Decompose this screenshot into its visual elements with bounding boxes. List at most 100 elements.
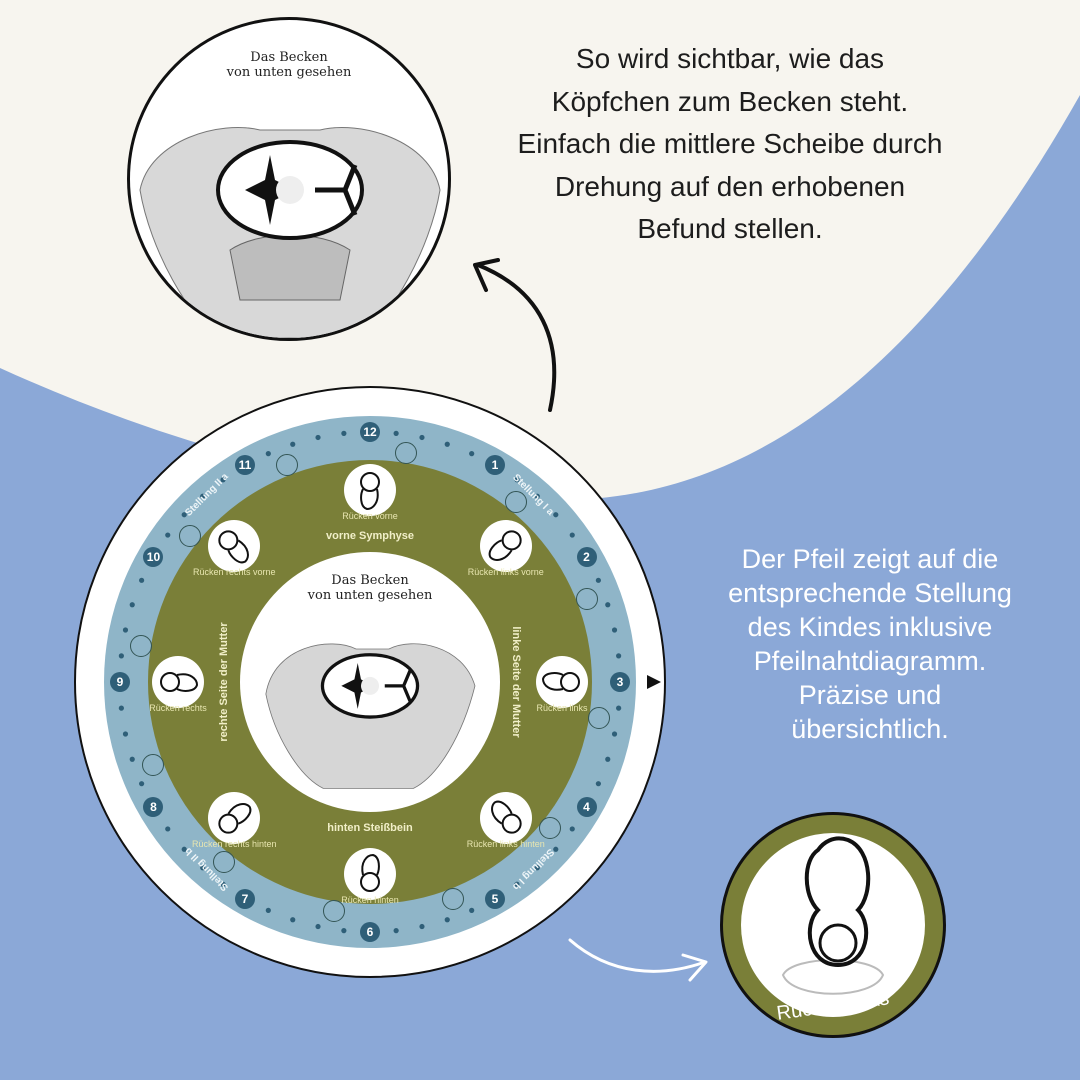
fetus-icon: [360, 472, 380, 511]
position-label: Rücken vorne: [342, 511, 398, 521]
minute-dot: [139, 577, 145, 583]
fetus-back-left-drawing: [741, 833, 925, 1017]
pelvis-zoom-circle: Das Becken von unten gesehen: [127, 17, 451, 341]
pelvis-drawing: [139, 127, 441, 338]
clock-number-badge: 6: [360, 922, 380, 942]
minute-dot: [534, 865, 540, 871]
position-label: Rücken links: [536, 703, 588, 713]
clock-number-badge: 4: [576, 797, 597, 817]
fetus-position-icon: [536, 656, 588, 708]
text-line: entsprechende Stellung: [728, 578, 1012, 608]
minute-dot: [181, 512, 187, 518]
minute-dot: [553, 846, 559, 852]
pointer-triangle-icon: [647, 675, 661, 689]
fontanelle-diagram-icon: [395, 441, 418, 464]
clock-number-badge: 5: [485, 888, 505, 909]
fontanelle-diagram-icon: [442, 887, 465, 910]
minute-dot: [595, 781, 601, 787]
position-label: Rücken links vorne: [467, 567, 544, 578]
pelvis-caption: Das Becken von unten gesehen: [130, 50, 448, 80]
minute-dot: [616, 705, 622, 711]
text-line: übersichtlich.: [791, 714, 949, 744]
minute-dot: [265, 451, 271, 457]
minute-dot: [315, 923, 321, 930]
fontanelle-diagram-icon: [588, 707, 611, 730]
fetus-icon: [218, 530, 250, 564]
position-label: Rücken rechts vorne: [192, 567, 276, 578]
position-zoom-circle: Rücken links: [720, 812, 946, 1038]
fontanelle-diagram-icon: [575, 587, 598, 610]
minute-dot: [220, 477, 226, 483]
minute-dot: [611, 731, 618, 737]
minute-dot: [569, 532, 575, 538]
minute-dot: [290, 917, 296, 923]
arrowhead-up-icon: [473, 258, 500, 292]
minute-dot: [129, 602, 135, 608]
minute-dot: [419, 923, 425, 930]
ring-label-bottom: hinten Steißbein: [327, 821, 413, 834]
text-line: des Kindes inklusive: [747, 612, 993, 642]
minute-dot: [469, 451, 475, 457]
fetus-icon: [488, 530, 522, 562]
position-label: Rücken hinten: [341, 895, 399, 905]
text-line: Präzise und: [798, 680, 942, 710]
minute-dot: [534, 493, 540, 499]
minute-dot: [118, 705, 124, 711]
text-line: So wird sichtbar, wie das: [575, 43, 885, 74]
intro-text: So wird sichtbar, wie das Köpfchen zum B…: [470, 38, 990, 251]
minute-dot: [444, 441, 450, 447]
minute-dot: [220, 881, 226, 887]
minute-dot: [569, 826, 575, 832]
fontanelle-diagram-icon: [322, 900, 345, 923]
position-label: Rücken rechts: [149, 703, 207, 713]
minute-dot: [605, 756, 611, 762]
clock-number-badge: 2: [576, 547, 597, 567]
caption-line: Das Becken: [250, 50, 328, 65]
clock-number-badge: 11: [235, 455, 255, 476]
minute-dot: [605, 602, 611, 608]
wheel-center-caption: Das Becken von unten gesehen: [308, 573, 433, 603]
clock-number-badge: 3: [610, 672, 630, 692]
pointer-arrow-up: [476, 263, 557, 412]
fontanelle-diagram-icon: [212, 851, 235, 874]
minute-dot: [616, 653, 622, 659]
fontanelle-diagram-icon: [142, 754, 165, 777]
text-line: Drehung auf den erhobenen: [554, 170, 906, 202]
minute-dot: [393, 430, 399, 436]
fetus-icon: [218, 802, 252, 834]
position-label: Rücken links hinten: [466, 838, 545, 849]
minute-dot: [469, 907, 475, 913]
clock-number-badge: 10: [143, 547, 164, 567]
minute-dot: [315, 434, 321, 441]
minute-dot: [129, 756, 135, 762]
minute-dot: [611, 627, 618, 633]
fetus-position-icon: [208, 520, 261, 573]
minute-dot: [118, 653, 124, 659]
fetus-position-icon: [344, 464, 396, 516]
fetus-position-icon: [479, 791, 532, 844]
minute-dot: [419, 434, 425, 441]
minute-dot: [181, 846, 187, 852]
text-line: Köpfchen zum Becken steht.: [551, 85, 909, 117]
clock-number-badge: 7: [235, 888, 255, 909]
ring-label-top: vorne Symphyse: [325, 529, 415, 542]
text-line: Befund stellen.: [637, 213, 823, 244]
minute-dot: [444, 917, 450, 923]
text-line: Der Pfeil zeigt auf die: [741, 544, 999, 574]
fetus-icon: [490, 800, 522, 834]
minute-dot: [341, 430, 347, 436]
position-label: Rücken rechts hinten: [191, 838, 277, 849]
minute-dot: [139, 781, 145, 787]
minute-dot: [514, 477, 520, 483]
minute-dot: [595, 577, 601, 583]
fetus-position-icon: [152, 656, 204, 708]
fontanelle-diagram-icon: [178, 524, 201, 547]
fetus-icon: [360, 853, 380, 892]
caption-line: von unten gesehen: [226, 65, 352, 80]
minute-dot: [165, 826, 171, 832]
minute-dot: [165, 532, 171, 538]
caption-line: Das Becken: [331, 573, 409, 588]
minute-dot: [290, 441, 296, 447]
minute-dot: [341, 928, 347, 934]
